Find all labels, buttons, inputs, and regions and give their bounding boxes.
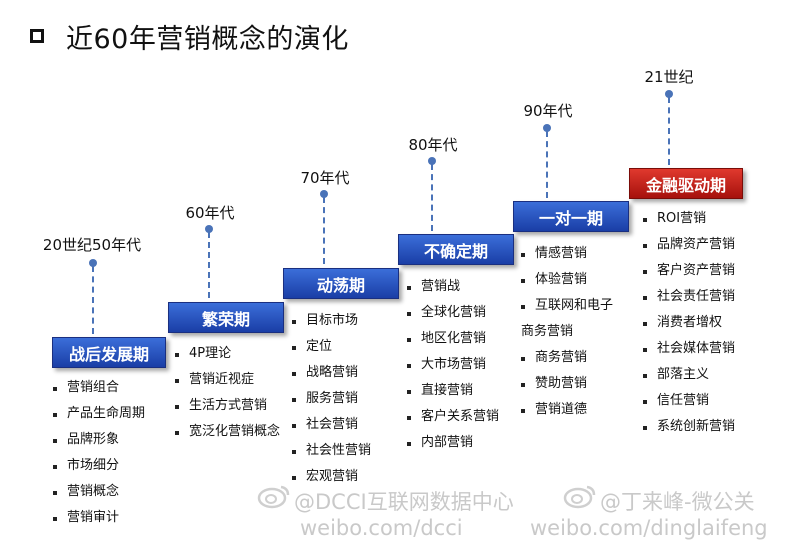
concept-item: 市场细分 bbox=[53, 453, 145, 479]
weibo-logo-icon bbox=[563, 485, 596, 509]
stage-box: 不确定期 bbox=[398, 234, 514, 265]
concept-item: 赞助营销 bbox=[521, 371, 613, 397]
stage-box: 一对一期 bbox=[513, 201, 629, 232]
concept-item: 营销近视症 bbox=[175, 367, 280, 393]
concept-item: 社会营销 bbox=[292, 412, 371, 438]
concept-item: 商务营销 bbox=[521, 324, 574, 339]
timeline-connector bbox=[208, 232, 210, 298]
era-period-label: 20世纪50年代 bbox=[42, 236, 142, 254]
concept-item: 品牌形象 bbox=[53, 427, 145, 453]
concept-list: 目标市场 定位 战略营销 服务营销 社会营销 社会性营销 宏观营销 bbox=[292, 308, 371, 490]
concept-item: ROI营销 bbox=[643, 206, 735, 232]
era-period-label: 90年代 bbox=[523, 102, 573, 120]
timeline-connector bbox=[668, 97, 670, 165]
concept-item: 4P理论 bbox=[175, 341, 280, 367]
concept-list: 4P理论 营销近视症 生活方式营销 宽泛化营销概念 bbox=[175, 341, 280, 445]
timeline-connector bbox=[323, 197, 325, 264]
timeline-dot-icon bbox=[205, 225, 213, 233]
concept-item: 社会责任营销 bbox=[643, 284, 735, 310]
era-period-label: 60年代 bbox=[185, 204, 235, 222]
concept-item: 服务营销 bbox=[292, 386, 371, 412]
concept-list: ROI营销 品牌资产营销 客户资产营销 社会责任营销 消费者增权 社会媒体营销 … bbox=[643, 206, 735, 440]
era-period-label: 21世纪 bbox=[644, 68, 694, 86]
concept-item: 情感营销 bbox=[521, 241, 613, 267]
watermark-url: weibo.com/dcci bbox=[300, 516, 463, 540]
concept-item: 体验营销 bbox=[521, 267, 613, 293]
concept-item: 内部营销 bbox=[407, 430, 499, 456]
stage-box: 战后发展期 bbox=[52, 337, 166, 368]
concept-list: 营销战 全球化营销 地区化营销 大市场营销 直接营销 客户关系营销 内部营销 bbox=[407, 274, 499, 456]
era-period-label: 80年代 bbox=[408, 136, 458, 154]
watermark-url: weibo.com/dinglaifeng bbox=[530, 516, 768, 540]
timeline-connector bbox=[92, 266, 94, 334]
concept-item: 品牌资产营销 bbox=[643, 232, 735, 258]
concept-item: 营销道德 bbox=[521, 397, 613, 423]
concept-list: 营销组合 产品生命周期 品牌形象 市场细分 营销概念 营销审计 bbox=[53, 375, 145, 531]
timeline-dot-icon bbox=[428, 157, 436, 165]
page-title: 近60年营销概念的演化 bbox=[66, 23, 349, 55]
timeline-dot-icon bbox=[89, 259, 97, 267]
concept-item: 生活方式营销 bbox=[175, 393, 280, 419]
concept-item: 营销审计 bbox=[53, 505, 145, 531]
concept-item: 营销战 bbox=[407, 274, 499, 300]
concept-list: 情感营销 体验营销 互联网和电子 商务营销 商务营销 赞助营销 营销道德 bbox=[521, 241, 613, 423]
timeline-dot-icon bbox=[665, 90, 673, 98]
concept-item: 宽泛化营销概念 bbox=[175, 419, 280, 445]
timeline-connector bbox=[431, 164, 433, 231]
title-block: 近60年营销概念的演化 bbox=[30, 18, 349, 55]
concept-item: 消费者增权 bbox=[643, 310, 735, 336]
concept-item: 战略营销 bbox=[292, 360, 371, 386]
weibo-logo-icon bbox=[257, 485, 290, 509]
timeline-dot-icon bbox=[320, 190, 328, 198]
stage-box: 动荡期 bbox=[283, 268, 399, 299]
concept-item: 直接营销 bbox=[407, 378, 499, 404]
concept-item: 信任营销 bbox=[643, 388, 735, 414]
concept-item: 营销概念 bbox=[53, 479, 145, 505]
concept-item: 营销组合 bbox=[53, 375, 145, 401]
watermark-handle: @DCCI互联网数据中心 bbox=[294, 490, 514, 514]
concept-item: 目标市场 bbox=[292, 308, 371, 334]
concept-item: 定位 bbox=[292, 334, 371, 360]
concept-item: 全球化营销 bbox=[407, 300, 499, 326]
concept-item: 大市场营销 bbox=[407, 352, 499, 378]
stage-box-highlight: 金融驱动期 bbox=[629, 168, 743, 199]
concept-item: 社会媒体营销 bbox=[643, 336, 735, 362]
concept-item: 客户关系营销 bbox=[407, 404, 499, 430]
square-bullet-icon bbox=[30, 29, 44, 43]
concept-item: 系统创新营销 bbox=[643, 414, 735, 440]
concept-item: 社会性营销 bbox=[292, 438, 371, 464]
timeline-connector bbox=[546, 131, 548, 198]
concept-item: 地区化营销 bbox=[407, 326, 499, 352]
concept-item: 部落主义 bbox=[643, 362, 735, 388]
era-period-label: 70年代 bbox=[300, 169, 350, 187]
concept-item: 客户资产营销 bbox=[643, 258, 735, 284]
concept-item: 产品生命周期 bbox=[53, 401, 145, 427]
concept-item: 商务营销 bbox=[521, 345, 613, 371]
concept-item: 互联网和电子 bbox=[521, 293, 613, 319]
timeline-dot-icon bbox=[543, 124, 551, 132]
stage-box: 繁荣期 bbox=[168, 302, 284, 333]
watermark-handle: @丁来峰-微公关 bbox=[600, 490, 755, 514]
concept-item: 宏观营销 bbox=[292, 464, 371, 490]
